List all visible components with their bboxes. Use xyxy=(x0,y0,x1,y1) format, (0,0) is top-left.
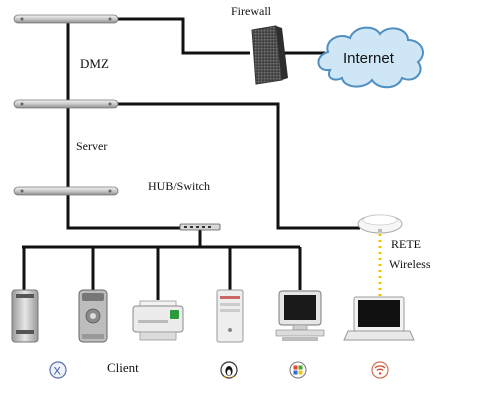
firewall-device xyxy=(251,25,288,85)
server-label: Server xyxy=(76,139,107,153)
link-dmz-firewall xyxy=(118,17,250,55)
firewall-label: Firewall xyxy=(231,4,272,18)
switch-rack-device xyxy=(13,186,119,196)
connection-lines xyxy=(22,17,360,300)
laptop-computer xyxy=(343,296,415,341)
linux-tux-icon xyxy=(220,361,238,379)
server-rack-device xyxy=(13,99,119,109)
client-label: Client xyxy=(107,360,139,375)
mac-tower-computer xyxy=(11,289,39,343)
powermac-computer xyxy=(78,289,108,343)
rete-label: RETE xyxy=(391,237,421,251)
mac-os-x-icon: X xyxy=(49,361,67,379)
dmz-label: DMZ xyxy=(80,56,109,71)
pc-tower-computer xyxy=(216,289,244,343)
dmz-rack-device xyxy=(13,14,119,24)
wireless-access-point xyxy=(357,214,403,234)
internet-cloud: Internet xyxy=(317,26,424,89)
link-switch-hub xyxy=(66,195,182,230)
svg-text:X: X xyxy=(54,366,62,378)
hub-switch-label: HUB/Switch xyxy=(148,179,210,193)
crt-desktop-computer xyxy=(275,290,325,341)
internet-label: Internet xyxy=(343,50,395,67)
link-server-wireless xyxy=(118,102,360,230)
wireless-label: Wireless xyxy=(389,257,431,271)
wifi-icon xyxy=(371,361,389,379)
windows-logo-icon xyxy=(289,361,307,379)
printer xyxy=(132,300,184,341)
small-hub xyxy=(179,223,221,231)
